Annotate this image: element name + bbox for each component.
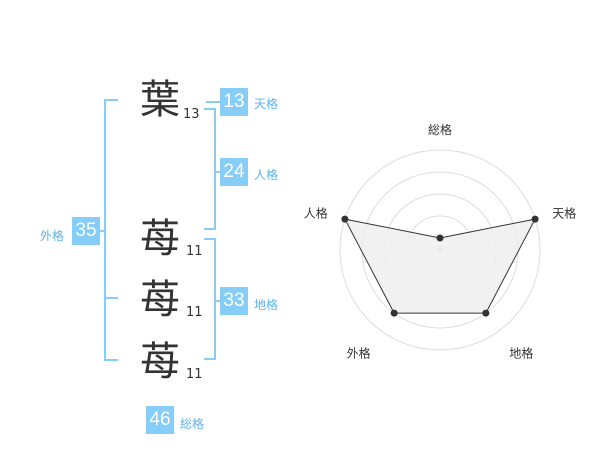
gaikaku-bracket-tick-mid xyxy=(104,297,118,299)
tenkaku-value-box: 13 xyxy=(220,88,248,116)
soukaku-value-box: 46 xyxy=(146,406,174,434)
radar-axis-label-1: 総格 xyxy=(428,122,452,137)
radar-axis-label-3: 地格 xyxy=(509,345,533,360)
jinkaku-bracket-bottom xyxy=(204,228,216,230)
chikaku-label: 地格 xyxy=(254,298,279,312)
name-char-4-strokes: 11 xyxy=(186,367,203,382)
jinkaku-bracket-side xyxy=(214,108,216,230)
chikaku-bracket-side xyxy=(214,238,216,360)
name-char-1-strokes: 13 xyxy=(183,107,200,122)
radar-point-5 xyxy=(341,215,349,223)
soukaku-label: 総格 xyxy=(180,417,205,431)
radar-axis-label-5: 人格 xyxy=(304,206,328,221)
name-char-3: 苺 xyxy=(140,277,180,323)
gaikaku-bracket-tick-top xyxy=(104,99,118,101)
radar-point-2 xyxy=(531,215,539,223)
chikaku-connector xyxy=(214,300,220,302)
gaikaku-bracket-tick-bottom xyxy=(104,359,118,361)
jinkaku-connector xyxy=(214,171,220,173)
gaikaku-connector xyxy=(98,230,106,232)
radar-point-1 xyxy=(436,234,444,242)
jinkaku-value-box: 24 xyxy=(220,158,248,186)
radar-point-4 xyxy=(390,309,398,317)
name-char-1: 葉 xyxy=(140,77,180,123)
name-char-2-strokes: 11 xyxy=(186,244,203,259)
name-char-4: 苺 xyxy=(140,339,180,385)
radar-grid-ring xyxy=(339,149,541,351)
chikaku-bracket-top xyxy=(204,238,216,240)
jinkaku-label: 人格 xyxy=(254,168,279,182)
gaikaku-value-box: 35 xyxy=(72,217,100,245)
gaikaku-label: 外格 xyxy=(40,229,65,243)
radar-axis-label-4: 外格 xyxy=(347,345,371,360)
chikaku-bracket-bottom xyxy=(204,358,216,360)
radar-point-3 xyxy=(482,309,490,317)
name-char-2: 苺 xyxy=(140,216,180,262)
jinkaku-bracket-top xyxy=(204,108,216,110)
name-char-3-strokes: 11 xyxy=(186,305,203,320)
tenkaku-label: 天格 xyxy=(254,97,279,111)
chikaku-value-box: 33 xyxy=(220,287,248,315)
radar-axis-label-2: 天格 xyxy=(552,206,576,221)
radar-series-area xyxy=(343,218,537,314)
tenkaku-connector xyxy=(206,101,220,103)
